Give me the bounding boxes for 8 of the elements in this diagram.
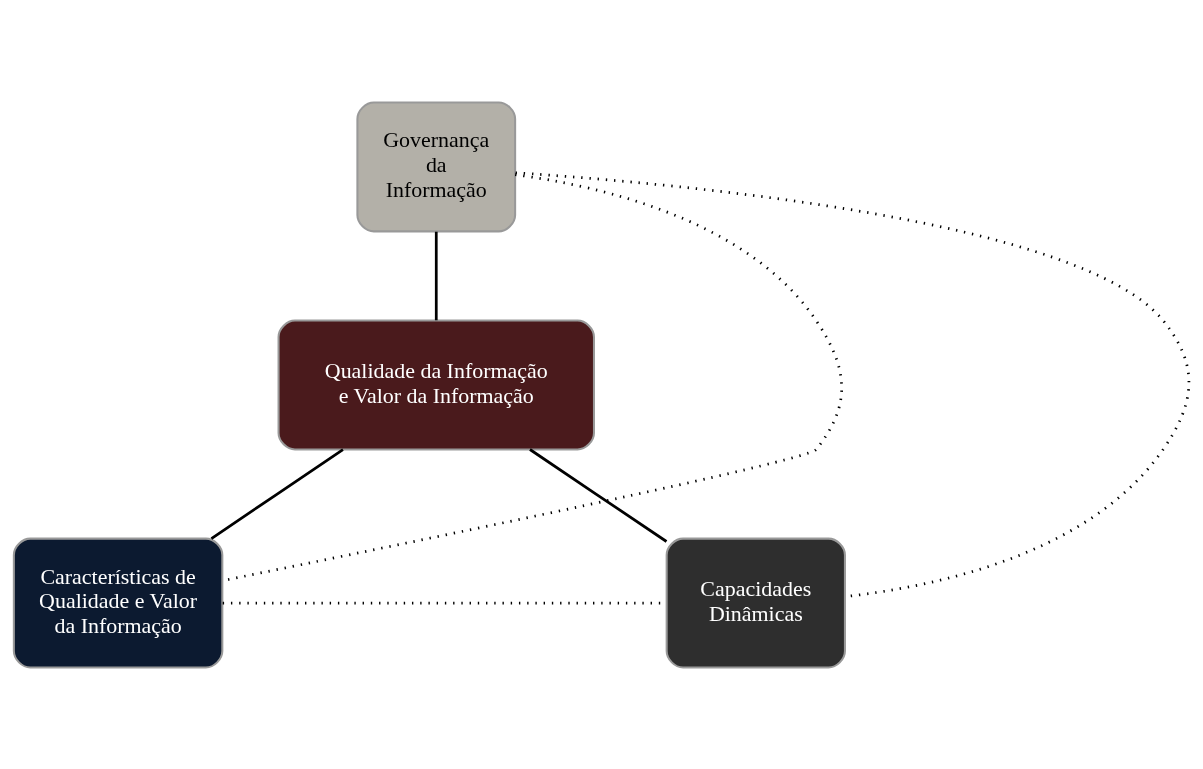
node-box: Capacidades Dinâmicas xyxy=(665,537,846,669)
connector xyxy=(210,447,344,540)
node-box: Características de Qualidade e Valor da Informação xyxy=(12,537,224,669)
node-box: Governança da Informação xyxy=(356,100,517,232)
node-box: Qualidade da Informação e Valor da Informação xyxy=(277,319,595,450)
connector xyxy=(529,447,668,543)
connector xyxy=(515,170,1191,598)
connector xyxy=(434,231,438,320)
